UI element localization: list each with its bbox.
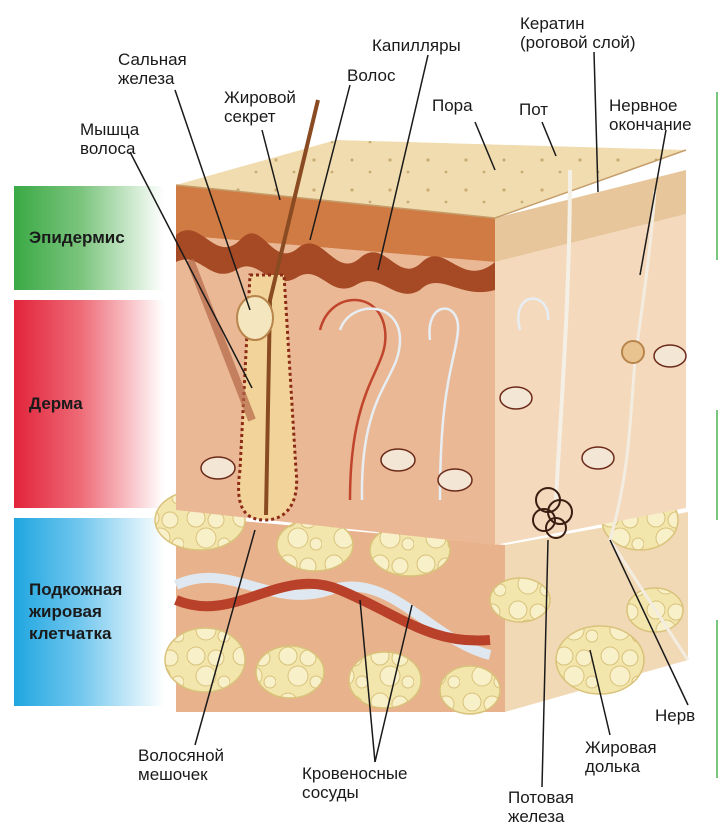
hair-label: Волос xyxy=(347,66,396,85)
nerve-ending-label: Нервное окончание xyxy=(609,96,692,134)
hair-muscle-label: Мышца волоса xyxy=(80,120,139,158)
pore-label: Пора xyxy=(432,96,473,115)
sweat-gland-label: Потовая железа xyxy=(508,788,574,826)
capillaries-label: Капилляры xyxy=(372,36,461,55)
nerve-ending-bulb xyxy=(622,341,644,363)
sebaceous-gland xyxy=(237,296,273,340)
sebaceous-gland-label: Сальная железа xyxy=(118,50,187,88)
fat-lobule-label: Жировая долька xyxy=(585,738,657,776)
nerve-label: Нерв xyxy=(655,706,695,725)
keratin-label: Кератин (роговой слой) xyxy=(520,14,636,52)
blood-vessels-label: Кровеносные сосуды xyxy=(302,764,408,802)
sebum-label: Жировой секрет xyxy=(224,88,296,126)
hair-follicle-label: Волосяной мешочек xyxy=(138,746,224,784)
dermis-side xyxy=(495,214,686,545)
sweat-label: Пот xyxy=(519,100,548,119)
